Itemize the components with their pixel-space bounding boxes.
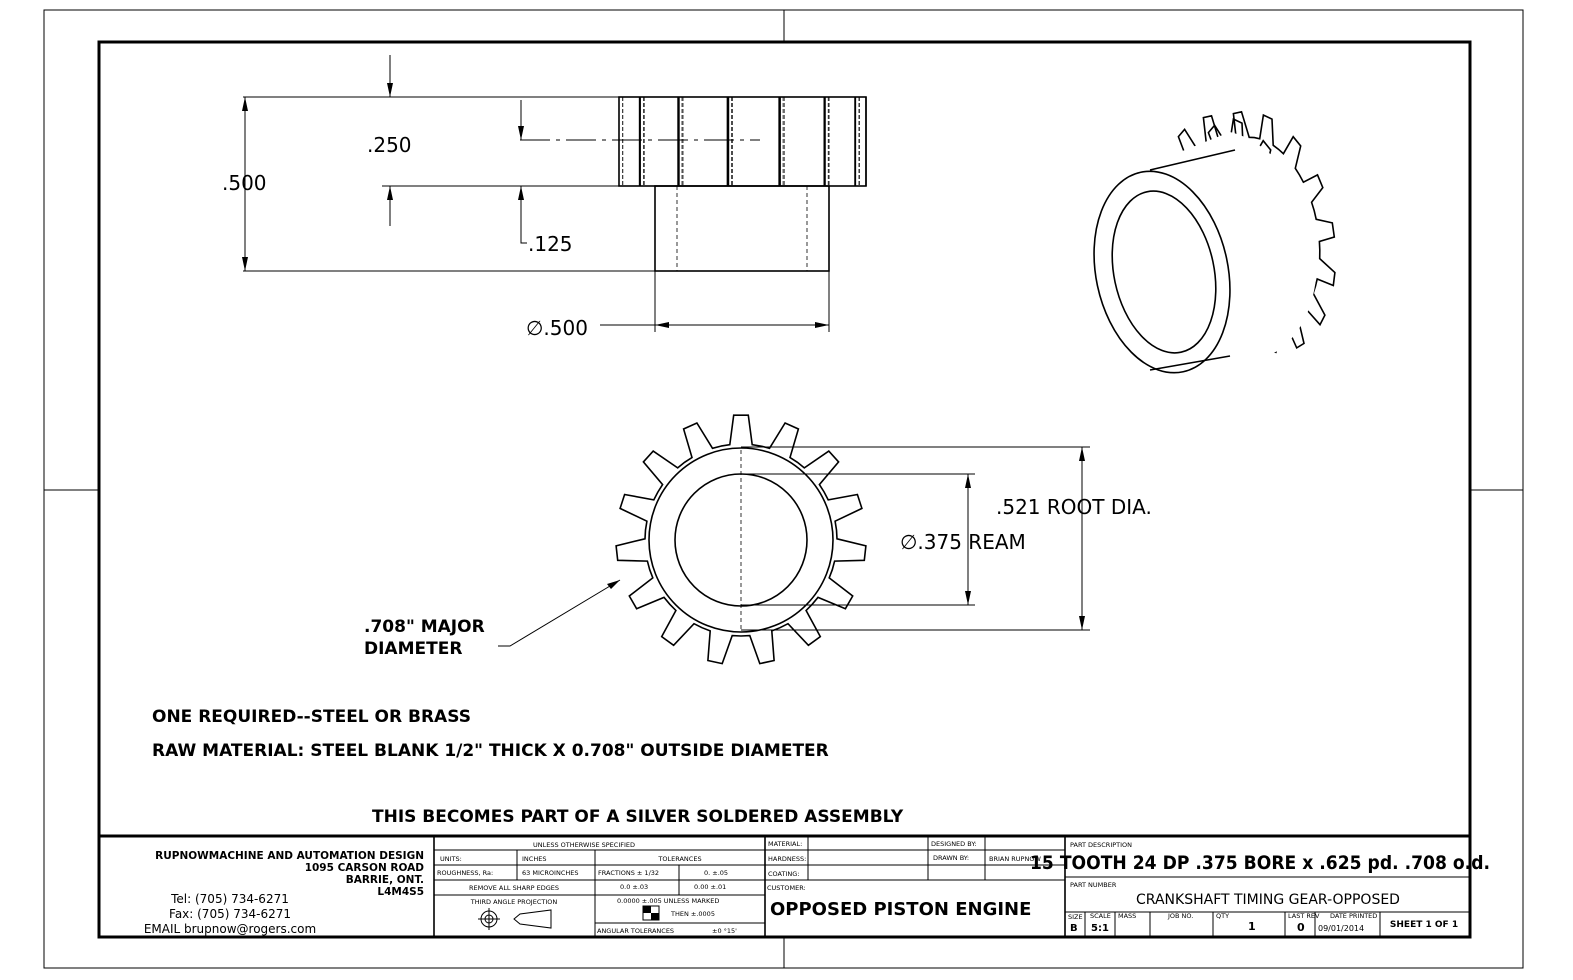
- dim-major-line1: .708" MAJOR: [364, 617, 485, 637]
- tolerance-1-place: 0. ±.05: [704, 869, 728, 877]
- company-info: RUPNOWMACHINE AND AUTOMATION DESIGN 1095…: [144, 850, 424, 936]
- spec-header: UNLESS OTHERWISE SPECIFIED: [533, 841, 635, 849]
- iso-bore: [1111, 190, 1217, 354]
- qty-label: QTY: [1216, 912, 1229, 920]
- company-tel: Tel: (705) 734-6271: [170, 892, 289, 906]
- dim-root-dia: .521 ROOT DIA.: [996, 495, 1152, 519]
- dim-gear-thickness: .250: [367, 133, 412, 157]
- company-address: 1095 CARSON ROAD: [305, 862, 425, 874]
- title-block: RUPNOWMACHINE AND AUTOMATION DESIGN 1095…: [99, 834, 1490, 937]
- last-rev-value: 0: [1297, 921, 1305, 934]
- size-label: SIZE: [1068, 913, 1083, 921]
- dim-hub-offset: .125: [528, 232, 573, 256]
- drawn-by-label: DRAWN BY:: [933, 854, 969, 862]
- scale-label: SCALE: [1090, 912, 1111, 920]
- roughness-label: ROUGHNESS, Ra:: [437, 869, 493, 877]
- tolerance-4-place: 0.0000 ±.005 UNLESS MARKED: [617, 897, 719, 905]
- note-assembly: THIS BECOMES PART OF A SILVER SOLDERED A…: [372, 807, 904, 827]
- remove-sharp-edges: REMOVE ALL SHARP EDGES: [469, 884, 559, 892]
- part-description-label: PART DESCRIPTION: [1070, 841, 1132, 849]
- date-printed-label: DATE PRINTED: [1330, 912, 1377, 920]
- hardness-label: HARDNESS:: [768, 855, 806, 863]
- company-fax: Fax: (705) 734-6271: [169, 907, 291, 921]
- customer-label: CUSTOMER:: [767, 884, 806, 892]
- roughness-value: 63 MICROINCHES: [522, 869, 578, 877]
- tooth-edge-lines: [622, 97, 867, 186]
- company-city: BARRIE, ONT.: [346, 874, 424, 886]
- tolerances-header: TOLERANCES: [657, 855, 701, 863]
- dim-hub-diameter: ∅.500: [526, 316, 588, 340]
- angular-tolerance-value: ±0 °15': [712, 927, 737, 935]
- dim-bore: ∅.375 REAM: [900, 530, 1026, 554]
- designed-by-label: DESIGNED BY:: [931, 840, 977, 848]
- zone-marks: [44, 10, 1523, 968]
- angular-tolerances-label: ANGULAR TOLERANCES: [597, 927, 674, 935]
- company-email: EMAIL brupnow@rogers.com: [144, 922, 316, 936]
- gear-tooth-profile: [615, 414, 867, 665]
- part-description: 15 TOOTH 24 DP .375 BORE x .625 pd. .708…: [1030, 852, 1490, 874]
- fractions-tolerance: FRACTIONS ± 1/32: [598, 869, 659, 877]
- part-block: [1065, 876, 1470, 937]
- third-angle-projection-icon: [478, 908, 552, 930]
- note-raw-material: RAW MATERIAL: STEEL BLANK 1/2" THICK X 0…: [152, 741, 829, 761]
- date-printed-value: 09/01/2014: [1318, 924, 1364, 933]
- drawn-by-value: BRIAN RUPNOW: [989, 855, 1041, 863]
- material-block: [765, 836, 1065, 881]
- datum-target-icon: [642, 905, 660, 921]
- units-label: UNITS:: [440, 855, 462, 863]
- inner-border: [97, 40, 1472, 939]
- coating-label: COATING:: [768, 870, 799, 878]
- note-required: ONE REQUIRED--STEEL OR BRASS: [152, 707, 471, 727]
- then-tolerance: THEN ±.0005: [670, 910, 715, 918]
- qty-value: 1: [1248, 920, 1256, 933]
- company-name: RUPNOWMACHINE AND AUTOMATION DESIGN: [155, 850, 424, 862]
- mass-label: MASS: [1118, 912, 1136, 920]
- job-no-label: JOB NO.: [1167, 912, 1193, 920]
- material-label: MATERIAL:: [768, 840, 802, 848]
- customer-value: OPPOSED PISTON ENGINE: [770, 899, 1031, 920]
- last-rev-label: LAST REV: [1288, 912, 1320, 920]
- spec-block: [434, 849, 765, 937]
- hub-circle: [648, 447, 834, 633]
- size-value: B: [1070, 923, 1078, 934]
- tolerance-2-place: 0.0 ±.03: [620, 883, 648, 891]
- iso-hub-face: [1093, 170, 1231, 374]
- units-value: INCHES: [522, 855, 546, 863]
- company-postal: L4M4S5: [377, 886, 424, 898]
- projection-label: THIRD ANGLE PROJECTION: [470, 898, 558, 906]
- scale-value: 5:1: [1091, 923, 1109, 934]
- side-view: .500 .250 .125 ∅.500: [222, 55, 867, 340]
- dim-overall-height: .500: [222, 171, 267, 195]
- dim-major-line2: DIAMETER: [364, 639, 462, 659]
- hub-profile: [654, 185, 830, 272]
- part-number-label: PART NUMBER: [1070, 881, 1117, 889]
- sheet-number: SHEET 1 OF 1: [1390, 920, 1458, 930]
- part-number: CRANKSHAFT TIMING GEAR-OPPOSED: [1136, 892, 1400, 908]
- front-view: .521 ROOT DIA. ∅.375 REAM .708" MAJOR DI…: [364, 414, 1152, 665]
- tolerance-3-place: 0.00 ±.01: [694, 883, 726, 891]
- isometric-view: [1093, 110, 1336, 375]
